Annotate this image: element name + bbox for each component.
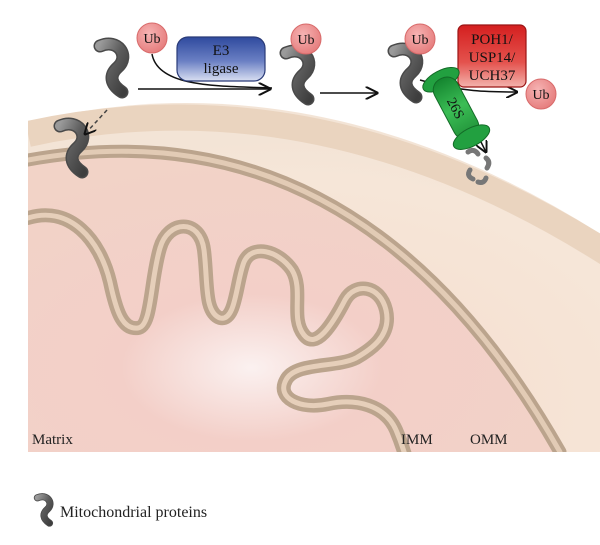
ub-label-1: Ub <box>143 32 160 47</box>
protein-shape-1 <box>93 37 130 99</box>
legend-protein-icon <box>33 493 54 527</box>
dub-label-line3: UCH37 <box>469 68 516 84</box>
ub-label-2: Ub <box>297 33 314 48</box>
dub-label-line1: POH1/ <box>471 32 514 48</box>
mitochondrion <box>28 103 600 452</box>
protein-shape-2 <box>279 44 316 106</box>
ubiquitin-1: Ub <box>136 22 168 54</box>
ubiquitin-3: Ub <box>404 23 436 55</box>
dub-enzymes-box: POH1/ USP14/ UCH37 <box>457 24 527 88</box>
e3-label-line2: ligase <box>204 61 239 77</box>
imm-label: IMM <box>401 432 433 448</box>
ub-label-released: Ub <box>532 88 549 103</box>
protein-shape-3 <box>387 42 424 104</box>
arrow-ub-transfer <box>151 53 273 89</box>
ub-label-3: Ub <box>411 33 428 48</box>
degraded-peptide-fragments <box>465 147 492 185</box>
outer-membrane-band <box>28 104 600 265</box>
omm-label: OMM <box>470 432 508 448</box>
proteasome-26s: 26S <box>422 66 491 150</box>
dub-label-line2: USP14/ <box>469 50 517 66</box>
ubiquitin-released: Ub <box>525 78 557 110</box>
arrow-import-dashed <box>85 109 108 134</box>
legend-label: Mitochondrial proteins <box>60 504 207 521</box>
e3-ligase-box: E3 ligase <box>176 36 266 82</box>
legend: Mitochondrial proteins <box>33 493 207 527</box>
inner-boundary-membrane-core <box>28 148 563 452</box>
cristae-membrane-core <box>28 212 407 452</box>
protein-shape-imported <box>53 117 90 179</box>
ubiquitin-2: Ub <box>290 23 322 55</box>
e3-label-line1: E3 <box>213 43 230 59</box>
matrix-label: Matrix <box>32 432 73 448</box>
